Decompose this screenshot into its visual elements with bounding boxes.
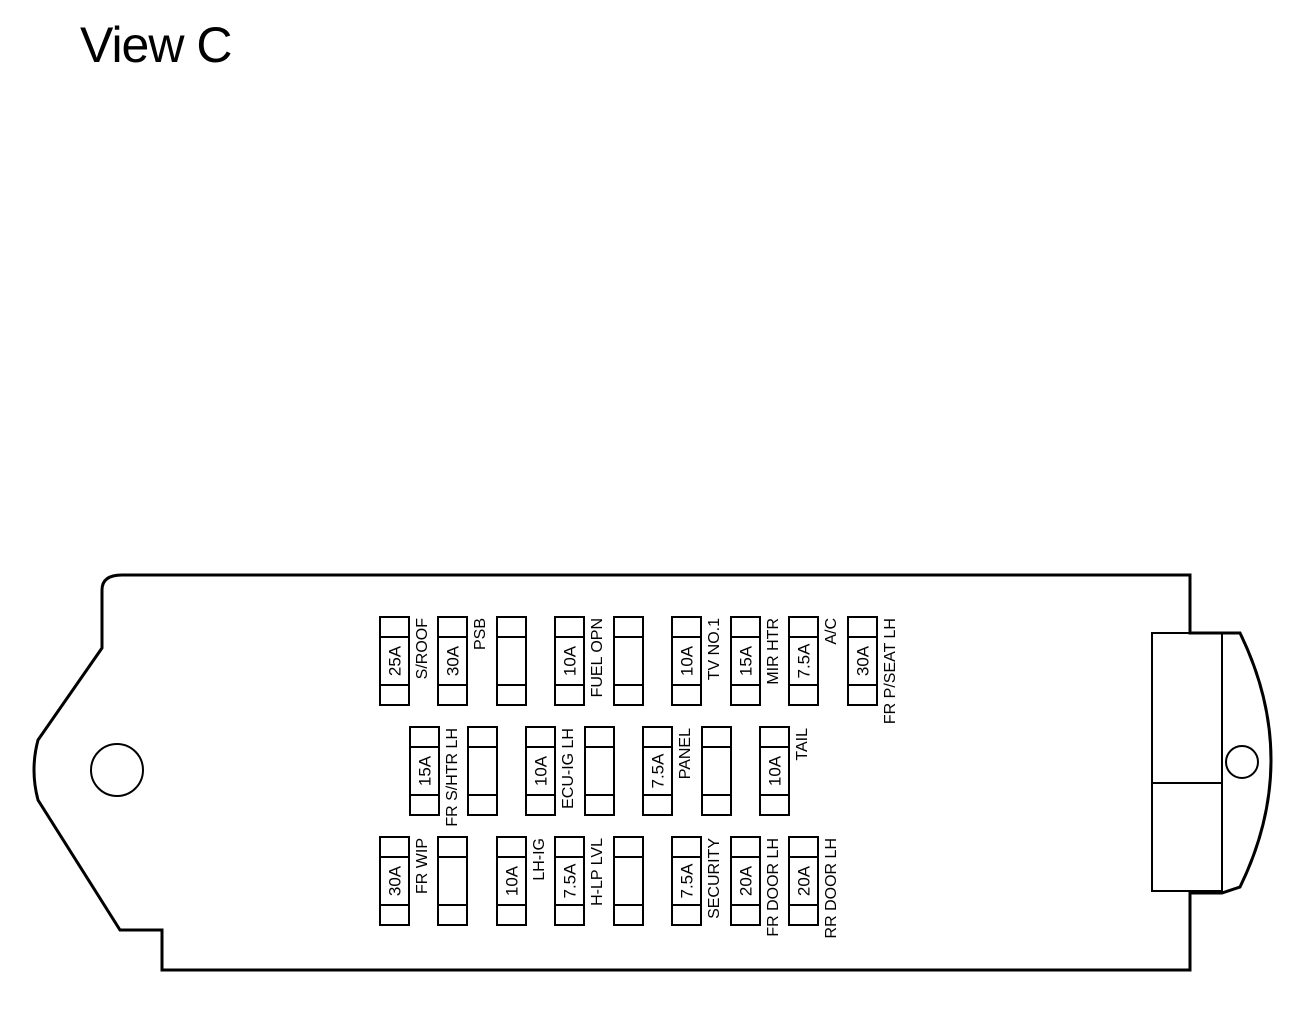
fuse-body <box>584 726 615 816</box>
fuse-circuit-label: PANEL <box>677 728 694 779</box>
fuse-amperage: 20A <box>737 865 756 896</box>
view-title: View C <box>80 17 232 73</box>
fuse-top-3 <box>496 616 527 706</box>
fuse-bottom-3: 10A LH-IG <box>496 836 548 926</box>
fuse-circuit-label: FR WIP <box>414 838 431 894</box>
fuse-amperage: 20A <box>795 865 814 896</box>
fuse-body <box>759 726 790 816</box>
fuse-bottom-7: 20A FR DOOR LH <box>730 836 782 937</box>
fuse-bottom-4: 7.5A H-LP LVL <box>554 836 606 926</box>
fuse-top-8: 7.5A A/C <box>788 616 840 706</box>
fuse-middle-6 <box>701 726 732 816</box>
fuse-circuit-label: A/C <box>823 618 840 645</box>
fuse-body <box>788 616 819 706</box>
fuse-top-7: 15A MIR HTR <box>730 616 782 706</box>
fuse-amperage: 15A <box>416 755 435 786</box>
fuse-body <box>701 726 732 816</box>
fuse-amperage: 7.5A <box>678 863 697 899</box>
fuse-middle-7: 10A TAIL <box>759 726 811 816</box>
fuse-top-4: 10A FUEL OPN <box>554 616 606 706</box>
fuse-middle-3: 10A ECU-IG LH <box>525 726 577 816</box>
fuse-amperage: 25A <box>386 645 405 676</box>
fuse-circuit-label: FR DOOR LH <box>765 838 782 937</box>
fuse-body <box>642 726 673 816</box>
fuse-bottom-5 <box>613 836 644 926</box>
fuse-top-5 <box>613 616 644 706</box>
fuse-top-9: 30A FR P/SEAT LH <box>847 616 899 724</box>
fuse-amperage: 10A <box>561 645 580 676</box>
fuse-amperage: 10A <box>678 645 697 676</box>
fuse-circuit-label: LH-IG <box>531 838 548 881</box>
fuse-body <box>613 836 644 926</box>
fuse-body <box>730 836 761 926</box>
right-bracket-lower <box>1151 782 1223 892</box>
fuse-body <box>671 616 702 706</box>
fuse-bottom-8: 20A RR DOOR LH <box>788 836 840 938</box>
fuse-box-outline <box>32 573 1273 972</box>
fuse-circuit-label: ECU-IG LH <box>560 728 577 809</box>
fuse-body <box>379 616 410 706</box>
fuse-circuit-label: H-LP LVL <box>589 838 606 906</box>
fuse-amperage: 10A <box>766 755 785 786</box>
fuse-body <box>671 836 702 926</box>
fuse-circuit-label: TV NO.1 <box>706 618 723 680</box>
fuse-circuit-label: FR S/HTR LH <box>444 728 461 827</box>
fuse-circuit-label: PSB <box>472 618 489 650</box>
fuse-bottom-2 <box>437 836 468 926</box>
fuse-top-6: 10A TV NO.1 <box>671 616 723 706</box>
fuse-body <box>437 616 468 706</box>
fuse-body <box>847 616 878 706</box>
mounting-hole-right <box>1225 745 1259 779</box>
fuse-amperage: 15A <box>737 645 756 676</box>
fuse-body <box>554 836 585 926</box>
fuse-body <box>525 726 556 816</box>
fuse-middle-5: 7.5A PANEL <box>642 726 694 816</box>
fuse-circuit-label: FR P/SEAT LH <box>882 618 899 724</box>
fuse-body <box>613 616 644 706</box>
fuse-amperage: 30A <box>386 865 405 896</box>
fuse-top-2: 30A PSB <box>437 616 489 706</box>
fuse-body <box>554 616 585 706</box>
fuse-body <box>496 836 527 926</box>
fuse-middle-1: 15A FR S/HTR LH <box>409 726 461 827</box>
fuse-bottom-1: 30A FR WIP <box>379 836 431 926</box>
fuse-amperage: 30A <box>854 645 873 676</box>
fuse-amperage: 30A <box>444 645 463 676</box>
fuse-circuit-label: FUEL OPN <box>589 618 606 697</box>
fuse-body <box>437 836 468 926</box>
fuse-circuit-label: S/ROOF <box>414 618 431 680</box>
fuse-body <box>788 836 819 926</box>
fuse-circuit-label: RR DOOR LH <box>823 838 840 938</box>
fuse-circuit-label: TAIL <box>794 728 811 761</box>
fuse-circuit-label: SECURITY <box>706 838 723 919</box>
fuse-amperage: 10A <box>503 865 522 896</box>
fuse-circuit-label: MIR HTR <box>765 618 782 685</box>
fuse-bottom-6: 7.5A SECURITY <box>671 836 723 926</box>
mounting-hole-left <box>90 743 144 797</box>
fuse-amperage: 7.5A <box>561 863 580 899</box>
fuse-body <box>379 836 410 926</box>
fuse-body <box>730 616 761 706</box>
fuse-top-1: 25A S/ROOF <box>379 616 431 706</box>
fuse-body <box>467 726 498 816</box>
fuse-middle-2 <box>467 726 498 816</box>
fuse-body <box>409 726 440 816</box>
fuse-amperage: 7.5A <box>649 753 668 789</box>
fuse-amperage: 10A <box>532 755 551 786</box>
fuse-body <box>496 616 527 706</box>
fuse-middle-4 <box>584 726 615 816</box>
fuse-amperage: 7.5A <box>795 643 814 679</box>
right-bracket-upper <box>1151 632 1223 784</box>
